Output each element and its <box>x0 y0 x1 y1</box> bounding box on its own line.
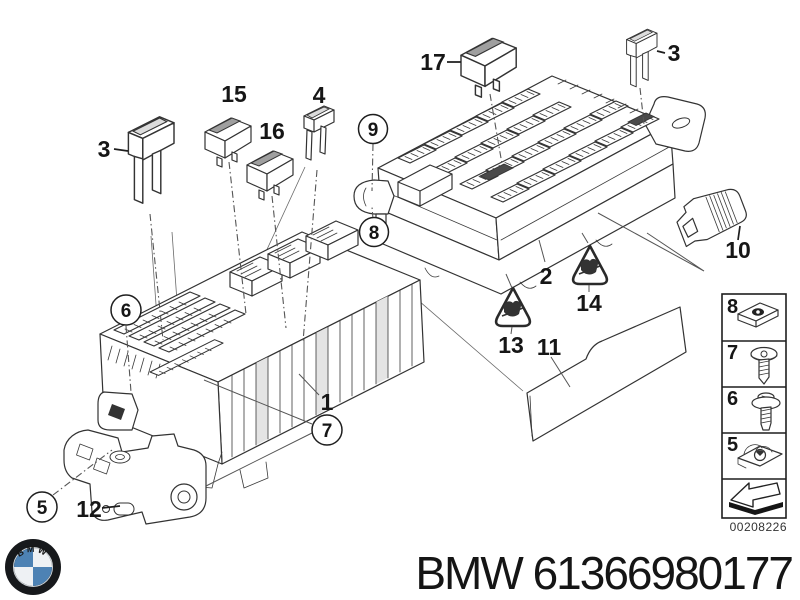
callout-1: 1 <box>321 389 334 415</box>
cover-panel <box>526 306 687 442</box>
washer-bolt-icon <box>751 392 781 431</box>
callout-5: 5 <box>26 491 58 523</box>
clip <box>676 188 747 248</box>
tapping-screw-icon <box>750 346 778 385</box>
mini-fuse-4 <box>303 105 335 161</box>
callout-6: 6 <box>110 294 142 326</box>
callout-7-label: 7 <box>322 421 333 442</box>
lower-fuse-box <box>97 220 425 489</box>
mounting-bracket <box>63 429 207 525</box>
sidebar-item-7-label: 7 <box>727 342 738 364</box>
bmw-roundel-letters: BMW <box>15 544 48 559</box>
callout-10: 10 <box>725 237 751 263</box>
fuse-3-left <box>127 116 175 204</box>
callout-9: 9 <box>357 113 389 145</box>
sidebar-item-8-label: 8 <box>727 296 738 318</box>
relay-17 <box>460 37 517 98</box>
bmw-roundel-logo: BMW <box>5 539 61 595</box>
callout-11: 11 <box>537 334 562 360</box>
callout-15: 15 <box>221 81 247 107</box>
part-number-title: BMW 61366980177 <box>415 547 792 599</box>
callouts: 3 15 16 4 9 8 17 3 10 2 14 13 11 1 7 6 5 <box>26 40 751 523</box>
svg-text:BMW: BMW <box>15 544 51 559</box>
callout-4: 4 <box>313 82 326 108</box>
fuse-3-right <box>626 28 658 88</box>
relay-16 <box>246 150 294 201</box>
leader-lines <box>52 50 741 509</box>
callout-3-right: 3 <box>668 40 681 66</box>
callout-3-left: 3 <box>98 136 111 162</box>
speed-nut-icon <box>737 302 779 328</box>
hardware-sidebar: 8 7 6 5 <box>721 293 787 534</box>
callout-2: 2 <box>540 263 553 289</box>
direction-arrow-icon <box>729 482 783 515</box>
relay-15 <box>204 117 252 168</box>
mounting-arm <box>644 96 706 152</box>
upper-fuse-box <box>353 75 706 295</box>
callout-17: 17 <box>420 49 446 75</box>
callout-16: 16 <box>259 118 285 144</box>
callout-14: 14 <box>576 290 602 316</box>
callout-8-label: 8 <box>369 223 380 244</box>
relay-socket-slot <box>479 163 514 181</box>
footer: BMW BMW 61366980177 <box>5 539 794 599</box>
callout-12: 12 <box>76 496 102 522</box>
drawing-number: 00208226 <box>730 520 787 534</box>
fuse-socket-slot <box>627 112 655 126</box>
callout-8: 8 <box>358 216 390 248</box>
callout-13: 13 <box>498 332 524 358</box>
sidebar-item-6-label: 6 <box>727 388 738 410</box>
callout-6-label: 6 <box>121 301 132 322</box>
callout-9-label: 9 <box>368 120 379 141</box>
callout-5-label: 5 <box>37 498 48 519</box>
cage-nut-icon <box>737 444 783 469</box>
sidebar-item-5-label: 5 <box>727 434 738 456</box>
end-bracket <box>353 179 395 215</box>
callout-7: 7 <box>311 414 343 446</box>
